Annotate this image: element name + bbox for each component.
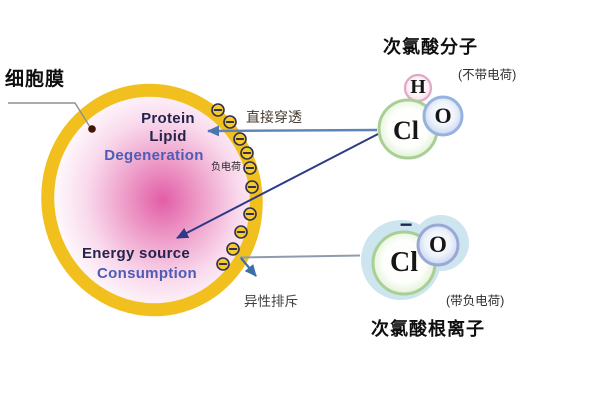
negative-charge-icon [245,180,259,194]
oxygen-atom-label: O [429,232,447,257]
negative-charge-label: 负电荷 [211,162,241,173]
protein-label: Protein [141,110,195,127]
hocl-charge-note: (不带电荷) [458,68,517,82]
direct-penetration-label: 直接穿透 [246,109,302,125]
degeneration-label: Degeneration [104,147,204,164]
membrane-pointer-dot [88,125,96,133]
hocl-title: 次氯酸分子 [383,37,478,57]
membrane-charge-row [211,103,259,271]
cell-membrane-label: 细胞膜 [5,69,66,90]
cell-membrane [41,83,263,317]
consumption-label: Consumption [97,265,197,282]
negative-charge-icon [216,257,230,271]
negative-charge-icon [243,161,257,175]
negative-charge-icon [234,225,248,239]
direct-penetration-arrow [207,125,378,137]
chlorine-atom-label: Cl [390,247,418,278]
oxygen-atom-label: O [434,103,452,128]
ion-minus-sign: − [399,212,413,237]
repulsion-label: 异性排斥 [244,294,298,309]
chlorine-atom-label: Cl [393,116,419,145]
negative-charge-icon [240,146,254,160]
ocl-title: 次氯酸根离子 [371,319,485,339]
negative-charge-icon [226,242,240,256]
ocl-ion [361,215,469,300]
negative-charge-icon [233,132,247,146]
energy-attack-arrow [176,133,379,239]
oxygen-atom-circle [422,95,464,137]
negative-charge-icon [223,115,237,129]
membrane-pointer-line [8,102,91,128]
hydrogen-atom-label: H [410,76,426,98]
hocl-molecule [377,73,464,160]
negative-charge-icon [243,207,257,221]
energy-source-label: Energy source [81,245,191,262]
oxygen-atom-circle [416,223,460,267]
negative-charge-icon [211,103,225,117]
ocl-charge-note: (带负电荷) [446,294,505,308]
lipid-label: Lipid [149,128,187,145]
ion-approach-line [239,254,361,259]
repulsion-arrow [240,257,257,277]
